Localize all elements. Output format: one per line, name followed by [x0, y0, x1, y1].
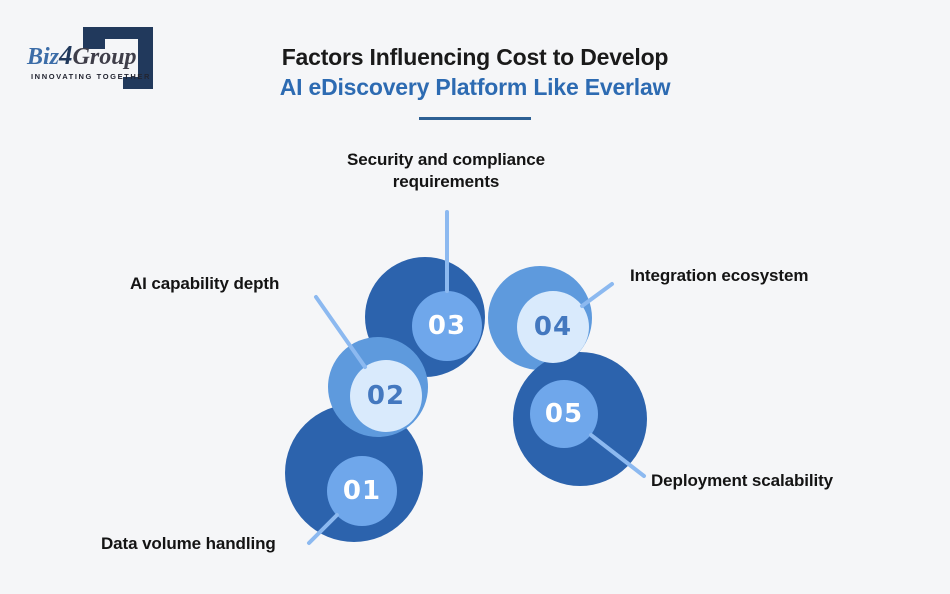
factor-02-number: 02 [366, 381, 406, 411]
factor-04-number: 04 [533, 312, 573, 342]
logo-wordmark: Biz4Group [27, 40, 137, 71]
factor-03-number: 03 [427, 311, 467, 341]
logo-word-group: Group [72, 44, 137, 70]
factor-02-number-circle: 02 [350, 360, 422, 432]
factor-03-number-circle: 03 [412, 291, 482, 361]
factor-01-number-circle: 01 [327, 456, 397, 526]
factor-01-label: Data volume handling [101, 534, 276, 553]
factor-02-label: AI capability depth [130, 274, 280, 293]
page-title-line1: Factors Influencing Cost to Develop [281, 44, 669, 70]
logo-word-biz: Biz [27, 44, 60, 70]
factor-03-label: Security and compliance requirements [347, 150, 545, 191]
factor-04-label: Integration ecosystem [630, 266, 809, 285]
factor-05-number: 05 [544, 399, 584, 429]
factor-01-number: 01 [342, 476, 382, 506]
logo-bracket-icon [83, 27, 153, 89]
page-title-line2: AI eDiscovery Platform Like Everlaw [279, 74, 671, 100]
factor-05-number-circle: 05 [530, 380, 598, 448]
title-underline [419, 117, 531, 120]
biz4group-logo: Biz4Group INNOVATING TOGETHER [27, 22, 167, 92]
factor-04-number-circle: 04 [517, 291, 589, 363]
logo-word-digit: 4 [59, 40, 73, 70]
logo-tagline: INNOVATING TOGETHER [31, 72, 151, 81]
title-block: Factors Influencing Cost to Develop AI e… [0, 42, 950, 120]
factor-05-label: Deployment scalability [651, 471, 834, 490]
